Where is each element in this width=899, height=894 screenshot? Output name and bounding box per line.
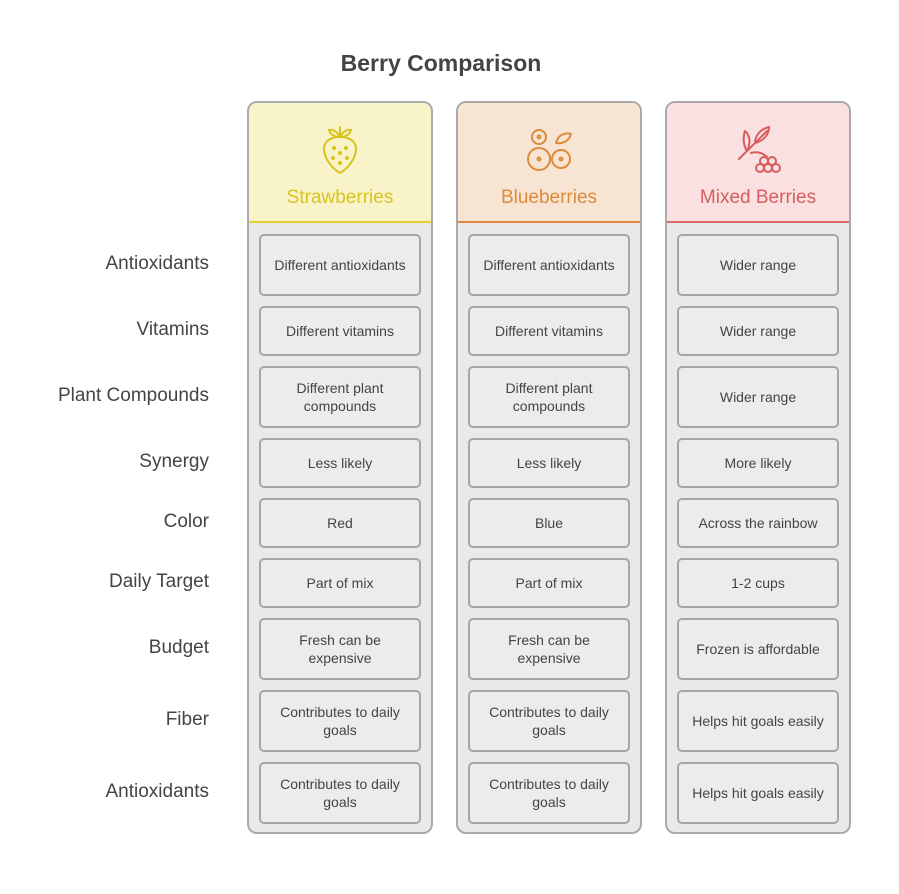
cell-blueberries-vitamins: Different vitamins [468, 306, 630, 356]
cell-strawberries-plant-compounds: Different plant compounds [259, 366, 421, 428]
cell-blueberries-plant-compounds: Different plant compounds [468, 366, 630, 428]
cell-mixed-fiber: Helps hit goals easily [677, 690, 839, 752]
row-label-antioxidants-2: Antioxidants [105, 781, 209, 802]
page-title: Berry Comparison [340, 50, 542, 76]
column-header-mixed-berries: Mixed Berries [667, 103, 849, 223]
column-title-blueberries: Blueberries [500, 187, 598, 208]
cell-strawberries-color: Red [259, 498, 421, 548]
cell-mixed-antioxidants: Wider range [677, 234, 839, 296]
column-header-strawberries: Strawberries [249, 103, 431, 223]
cell-blueberries-budget: Fresh can be expensive [468, 618, 630, 680]
row-label-antioxidants: Antioxidants [105, 253, 209, 274]
cell-strawberries-daily-target: Part of mix [259, 558, 421, 608]
cell-strawberries-antioxidants-2: Contributes to daily goals [259, 762, 421, 824]
cell-mixed-vitamins: Wider range [677, 306, 839, 356]
row-label-vitamins: Vitamins [136, 319, 209, 340]
cell-blueberries-synergy: Less likely [468, 438, 630, 488]
column-blueberries: Blueberries Different antioxidants Diffe… [456, 101, 642, 834]
row-label-budget: Budget [148, 637, 209, 658]
row-label-color: Color [163, 511, 209, 532]
cell-blueberries-color: Blue [468, 498, 630, 548]
column-strawberries: Strawberries Different antioxidants Diff… [247, 101, 433, 834]
cell-blueberries-antioxidants: Different antioxidants [468, 234, 630, 296]
row-label-daily-target: Daily Target [109, 571, 209, 592]
cell-blueberries-fiber: Contributes to daily goals [468, 690, 630, 752]
row-label-fiber: Fiber [165, 709, 209, 730]
row-label-plant-compounds: Plant Compounds [57, 385, 209, 406]
cell-strawberries-fiber: Contributes to daily goals [259, 690, 421, 752]
cell-mixed-synergy: More likely [677, 438, 839, 488]
cell-strawberries-antioxidants: Different antioxidants [259, 234, 421, 296]
cell-mixed-antioxidants-2: Helps hit goals easily [677, 762, 839, 824]
row-label-synergy: Synergy [139, 451, 209, 472]
cell-strawberries-vitamins: Different vitamins [259, 306, 421, 356]
cell-mixed-budget: Frozen is affordable [677, 618, 839, 680]
column-header-blueberries: Blueberries [458, 103, 640, 223]
cell-blueberries-daily-target: Part of mix [468, 558, 630, 608]
column-mixed-berries: Mixed Berries Wider range Wider range Wi… [665, 101, 851, 834]
cell-mixed-daily-target: 1-2 cups [677, 558, 839, 608]
cell-mixed-plant-compounds: Wider range [677, 366, 839, 428]
cell-strawberries-synergy: Less likely [259, 438, 421, 488]
mixed-berries-icon [738, 126, 781, 173]
cell-mixed-color: Across the rainbow [677, 498, 839, 548]
column-title-strawberries: Strawberries [286, 187, 394, 208]
cell-strawberries-budget: Fresh can be expensive [259, 618, 421, 680]
column-title-mixed-berries: Mixed Berries [699, 187, 817, 208]
strawberry-icon [323, 126, 357, 174]
cell-blueberries-antioxidants-2: Contributes to daily goals [468, 762, 630, 824]
blueberries-icon [527, 129, 572, 171]
